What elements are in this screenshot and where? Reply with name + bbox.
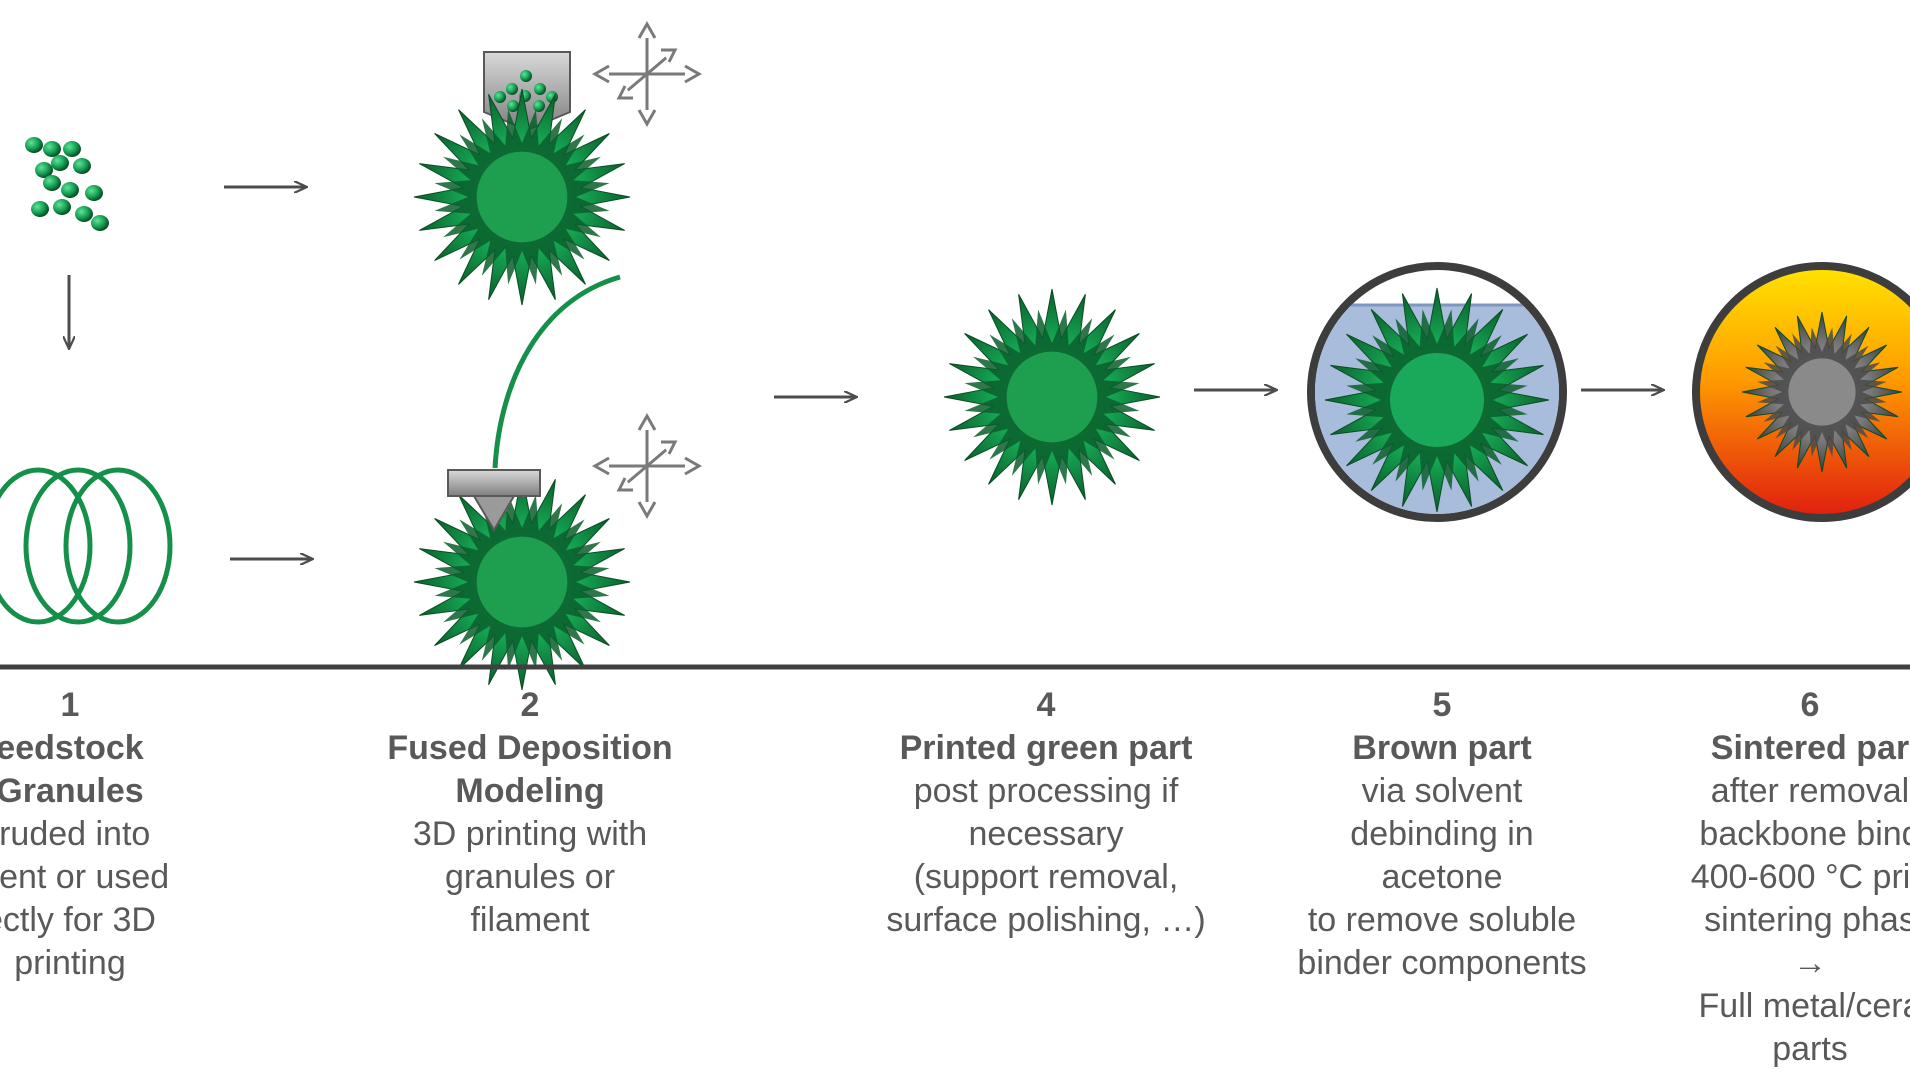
step-title: Brown part [1352, 729, 1532, 767]
star-part-icon [413, 473, 631, 691]
step-5-label: 5 Brown part via solvent debinding in ac… [1262, 684, 1622, 985]
step-number: 5 [1432, 686, 1452, 724]
move-axes-icon [591, 20, 703, 128]
step-description: via solvent debinding in acetone to remo… [1297, 772, 1587, 982]
step-title: Sintered par [1710, 729, 1910, 767]
step-description: after removal backbone bind 400-600 °C p… [1690, 772, 1910, 1068]
filament-coil-icon [0, 467, 173, 625]
step-2-label: 2 Fused Deposition Modeling 3D printing … [370, 684, 690, 942]
step-6-label: 6 Sintered par after removal backbone bi… [1630, 684, 1910, 1071]
step-number: 4 [1036, 686, 1056, 724]
solvent-bath-icon [1307, 262, 1567, 522]
flow-arrows [69, 187, 1663, 559]
filament-nozzle-icon [447, 469, 541, 532]
move-axes-icon [591, 412, 703, 520]
step-description: post processing if necessary (support re… [886, 772, 1206, 939]
granules-icon [25, 137, 109, 231]
step-title: Printed green part [899, 729, 1193, 767]
star-part-icon [943, 288, 1161, 506]
step-number: 1 [60, 686, 80, 724]
step-number: 2 [520, 686, 540, 724]
step-description: truded into ment or used ectly for 3D pr… [0, 815, 170, 982]
step-title: Fused Deposition Modeling [387, 729, 673, 810]
step-title: eedstock Granules [0, 729, 144, 810]
step-description: 3D printing with granules or filament [412, 815, 648, 939]
step-1-label: 1 eedstock Granules truded into ment or … [0, 684, 210, 985]
step-number: 6 [1800, 686, 1820, 724]
star-part-icon [413, 88, 631, 306]
filament-feed-line [492, 274, 621, 469]
furnace-icon [1692, 262, 1910, 522]
step-4-label: 4 Printed green part post processing if … [866, 684, 1226, 942]
